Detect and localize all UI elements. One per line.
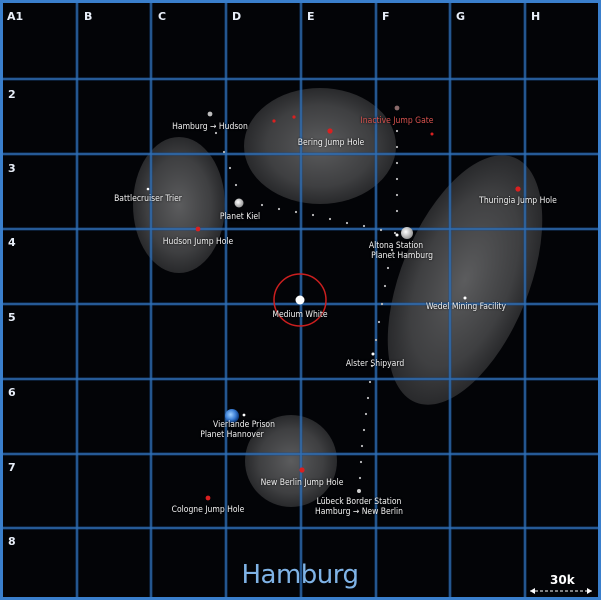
- col-label-g: G: [456, 10, 466, 23]
- row-label-8: 8: [8, 535, 16, 548]
- label-wedel-mining-facility[interactable]: Wedel Mining Facility: [425, 302, 507, 312]
- altona-station-marker: [395, 233, 399, 237]
- trade-lane-inactive: [395, 129, 399, 213]
- nebula-east: [387, 155, 543, 405]
- star-ring: [273, 273, 327, 327]
- col-label-c: C: [158, 10, 167, 23]
- inactive-gate-minor-marker: [430, 132, 434, 136]
- trade-lane-north: [214, 131, 383, 232]
- bering-minor-marker-2: [292, 115, 296, 119]
- hudson-jump-hole-marker: [195, 226, 201, 232]
- label-alster-shipyard[interactable]: Alster Shipyard: [345, 359, 405, 369]
- label-cologne-jump-hole[interactable]: Cologne Jump Hole: [171, 505, 245, 515]
- col-label-h: H: [531, 10, 541, 23]
- scale-label: 30k: [550, 573, 575, 587]
- col-label-f: F: [382, 10, 390, 23]
- label-luebeck-border-station[interactable]: Lübeck Border Station: [316, 497, 402, 507]
- planet-hannover-icon: [225, 409, 239, 423]
- battlecruiser-trier-marker: [146, 187, 150, 191]
- label-hamburg-new-berlin[interactable]: Hamburg → New Berlin: [314, 507, 404, 517]
- label-hudson-jump-hole[interactable]: Hudson Jump Hole: [162, 237, 234, 247]
- label-planet-hamburg[interactable]: Planet Hamburg: [371, 251, 433, 261]
- trade-lane-south: [358, 248, 394, 480]
- col-label-a1: A1: [7, 10, 24, 23]
- row-label-2: 2: [8, 88, 16, 101]
- row-label-7: 7: [8, 461, 16, 474]
- inactive-gate-marker: [394, 105, 400, 111]
- label-thuringia-jump-hole[interactable]: Thuringia Jump Hole: [479, 196, 557, 206]
- label-medium-white[interactable]: Medium White: [272, 310, 328, 320]
- col-label-e: E: [307, 10, 315, 23]
- label-inactive-jump-gate[interactable]: Inactive Jump Gate: [360, 116, 434, 126]
- thuringia-jump-hole-marker: [515, 186, 521, 192]
- nebula-south: [245, 415, 337, 507]
- label-altona-station[interactable]: Altona Station: [368, 241, 424, 251]
- row-label-4: 4: [8, 236, 16, 249]
- nebula-west: [133, 137, 225, 273]
- bering-minor-marker: [272, 119, 276, 123]
- label-hamburg-hudson[interactable]: Hamburg → Hudson: [172, 122, 248, 132]
- alster-shipyard-marker: [371, 352, 375, 356]
- bering-jump-hole-marker: [327, 128, 333, 134]
- label-new-berlin-jump-hole[interactable]: New Berlin Jump Hole: [260, 478, 344, 488]
- label-planet-hannover[interactable]: Planet Hannover: [200, 430, 264, 440]
- medium-white-star: [295, 295, 305, 305]
- wedel-mining-marker: [463, 296, 467, 300]
- col-label-b: B: [84, 10, 93, 23]
- label-vierlande-prison[interactable]: Vierlande Prison: [213, 420, 275, 430]
- vierlande-prison-marker: [242, 413, 246, 417]
- system-title: Hamburg: [241, 560, 359, 590]
- jump-hole-markers: [195, 115, 521, 501]
- col-label-d: D: [232, 10, 242, 23]
- new-berlin-jump-hole-marker: [299, 467, 305, 473]
- luebeck-station-marker: [357, 489, 361, 493]
- hamburg-hudson-gate-marker: [207, 111, 213, 117]
- trade-lane-east: [393, 231, 397, 235]
- planet-hamburg-icon: [401, 227, 413, 239]
- nebula-north: [244, 88, 396, 204]
- row-label-3: 3: [8, 162, 16, 175]
- planet-kiel-icon: [234, 198, 244, 208]
- scale-bar: [530, 588, 592, 594]
- row-label-5: 5: [8, 311, 16, 324]
- label-planet-kiel[interactable]: Planet Kiel: [219, 212, 261, 222]
- row-label-6: 6: [8, 386, 16, 399]
- label-bering-jump-hole[interactable]: Bering Jump Hole: [297, 138, 365, 148]
- label-battlecruiser-trier[interactable]: Battlecruiser Trier: [114, 194, 182, 204]
- cologne-jump-hole-marker: [205, 495, 211, 501]
